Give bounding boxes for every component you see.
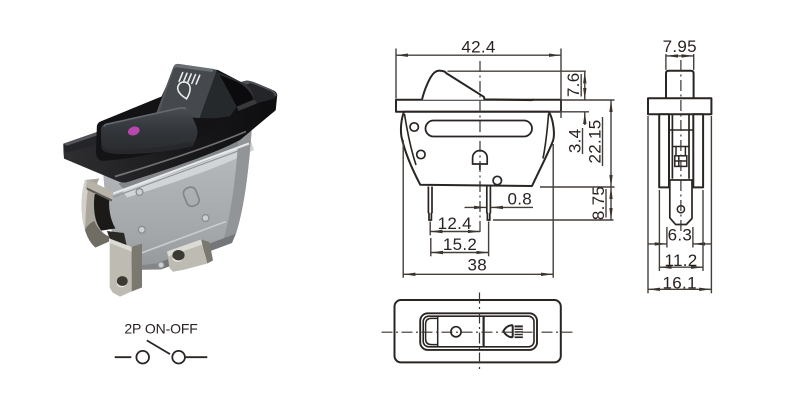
svg-text:3.4: 3.4 [565, 129, 584, 154]
svg-text:2P ON-OFF: 2P ON-OFF [124, 321, 197, 337]
svg-text:7.6: 7.6 [564, 73, 583, 98]
svg-text:12.4: 12.4 [438, 214, 472, 233]
svg-text:15.2: 15.2 [443, 235, 477, 254]
svg-text:6.3: 6.3 [668, 225, 693, 244]
svg-text:11.2: 11.2 [664, 251, 697, 270]
svg-text:22.15: 22.15 [585, 119, 604, 163]
svg-text:8.75: 8.75 [589, 186, 608, 220]
svg-text:38: 38 [467, 255, 487, 274]
svg-text:7.95: 7.95 [663, 37, 697, 56]
svg-text:16.1: 16.1 [663, 273, 697, 292]
svg-text:42.4: 42.4 [461, 37, 495, 56]
svg-text:0.8: 0.8 [508, 189, 533, 208]
